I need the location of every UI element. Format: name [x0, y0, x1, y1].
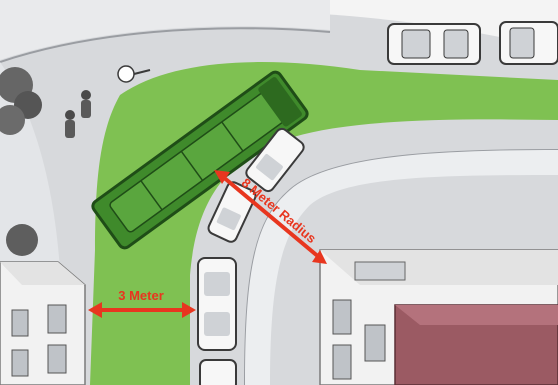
parked-car-curve-4: [200, 360, 236, 385]
parked-car-curve-3: [198, 258, 236, 350]
right-building: [320, 250, 558, 385]
parked-car-top-1: [388, 24, 480, 64]
street-width-label: 3 Meter: [118, 288, 164, 303]
parked-car-top-2: [500, 22, 558, 64]
left-building: [0, 262, 85, 385]
